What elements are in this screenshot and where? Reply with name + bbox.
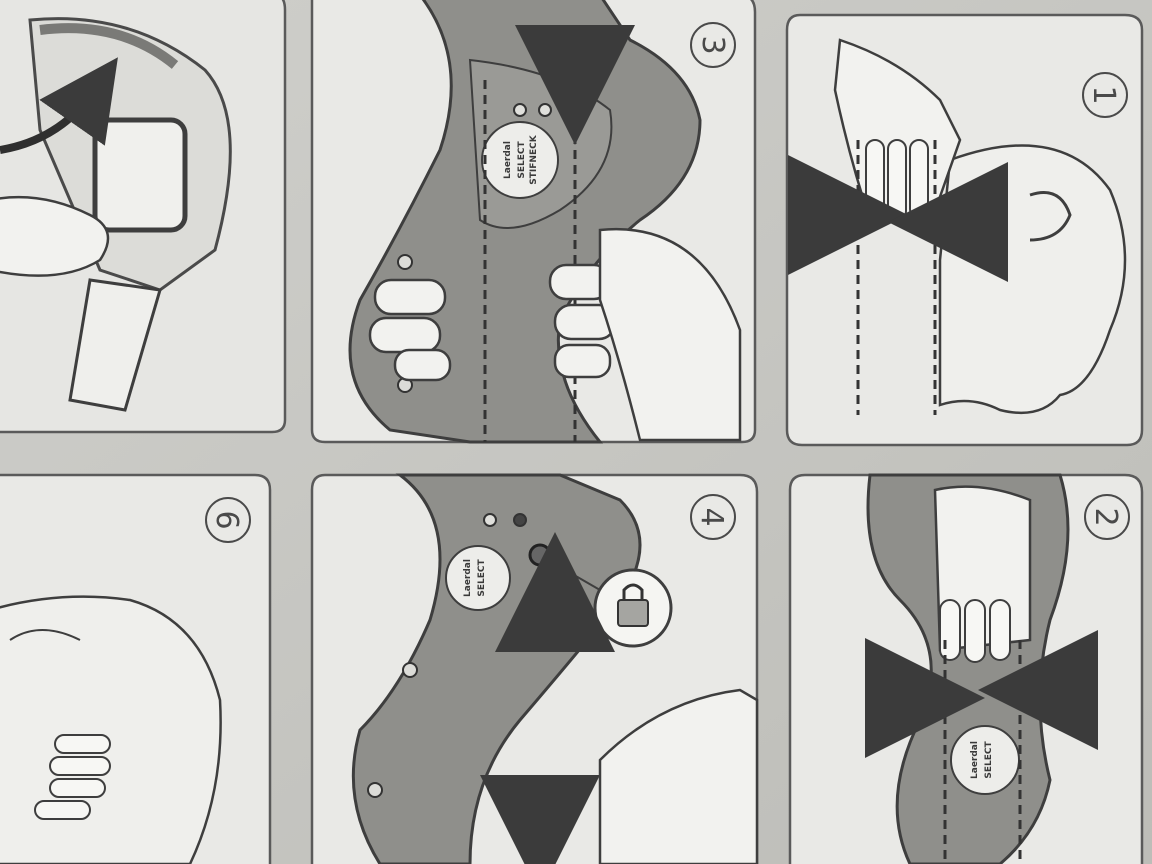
panel-3: Laerdal SELECT STIFNECK 3 xyxy=(310,0,757,444)
step-number-3: 3 xyxy=(695,35,730,54)
step-number-4: 4 xyxy=(694,507,729,526)
seal-product-3: STIFNECK xyxy=(529,134,539,184)
seal-model-3: SELECT xyxy=(517,141,527,179)
step-number-1: 1 xyxy=(1086,85,1121,104)
panel-1: 1 xyxy=(785,13,1144,447)
seal-brand-4: Laerdal xyxy=(463,559,473,597)
seal-model-2: SELECT xyxy=(984,741,994,779)
seal-model-4: SELECT xyxy=(477,559,487,597)
panel-6: 6 xyxy=(0,473,272,864)
panel-top-left xyxy=(0,0,287,434)
seal-brand-3: Laerdal xyxy=(503,141,513,179)
seal-brand-2: Laerdal xyxy=(970,741,980,779)
padlock-icon xyxy=(617,599,649,627)
panel-4: Laerdal SELECT 4 xyxy=(310,473,759,864)
step-number-2: 2 xyxy=(1088,507,1123,526)
panel-2: Laerdal SELECT 2 xyxy=(788,473,1144,864)
step-number-6: 6 xyxy=(209,510,244,529)
